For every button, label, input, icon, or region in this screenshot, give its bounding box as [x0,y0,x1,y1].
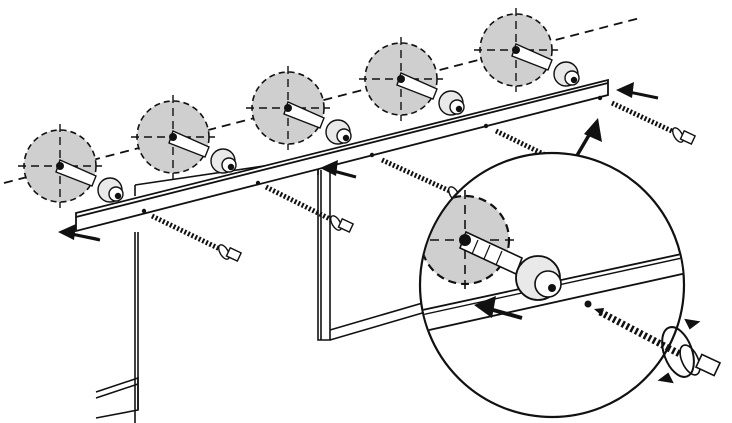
mounting-point-1 [18,124,124,208]
screw-icon [610,100,697,145]
mounting-point-3 [246,66,352,150]
mounting-point-2 [131,95,237,179]
mounting-point-5 [474,8,580,92]
screw-icon [150,213,243,262]
rail-holes [141,95,603,214]
screw-2 [264,184,355,233]
arrow-icon [320,160,357,179]
screw-1 [150,213,243,262]
wall-plug-icon [55,159,124,203]
arrow-icon [58,224,101,242]
screw-6 [657,318,722,384]
rotation-arrow-icon [657,318,701,384]
mounting-rail [75,78,609,233]
screw-icon [264,184,355,233]
wall-plug-icon [283,101,352,145]
wall-plug-icon [396,72,465,116]
screw-5 [610,100,697,145]
wall-plug-icon [511,43,580,87]
wall-plug-icon [168,130,237,174]
screw-icon [666,344,722,377]
magnifier-callout-icon [418,151,686,419]
mounting-point-4 [359,37,465,121]
arrow-icon [616,82,659,100]
